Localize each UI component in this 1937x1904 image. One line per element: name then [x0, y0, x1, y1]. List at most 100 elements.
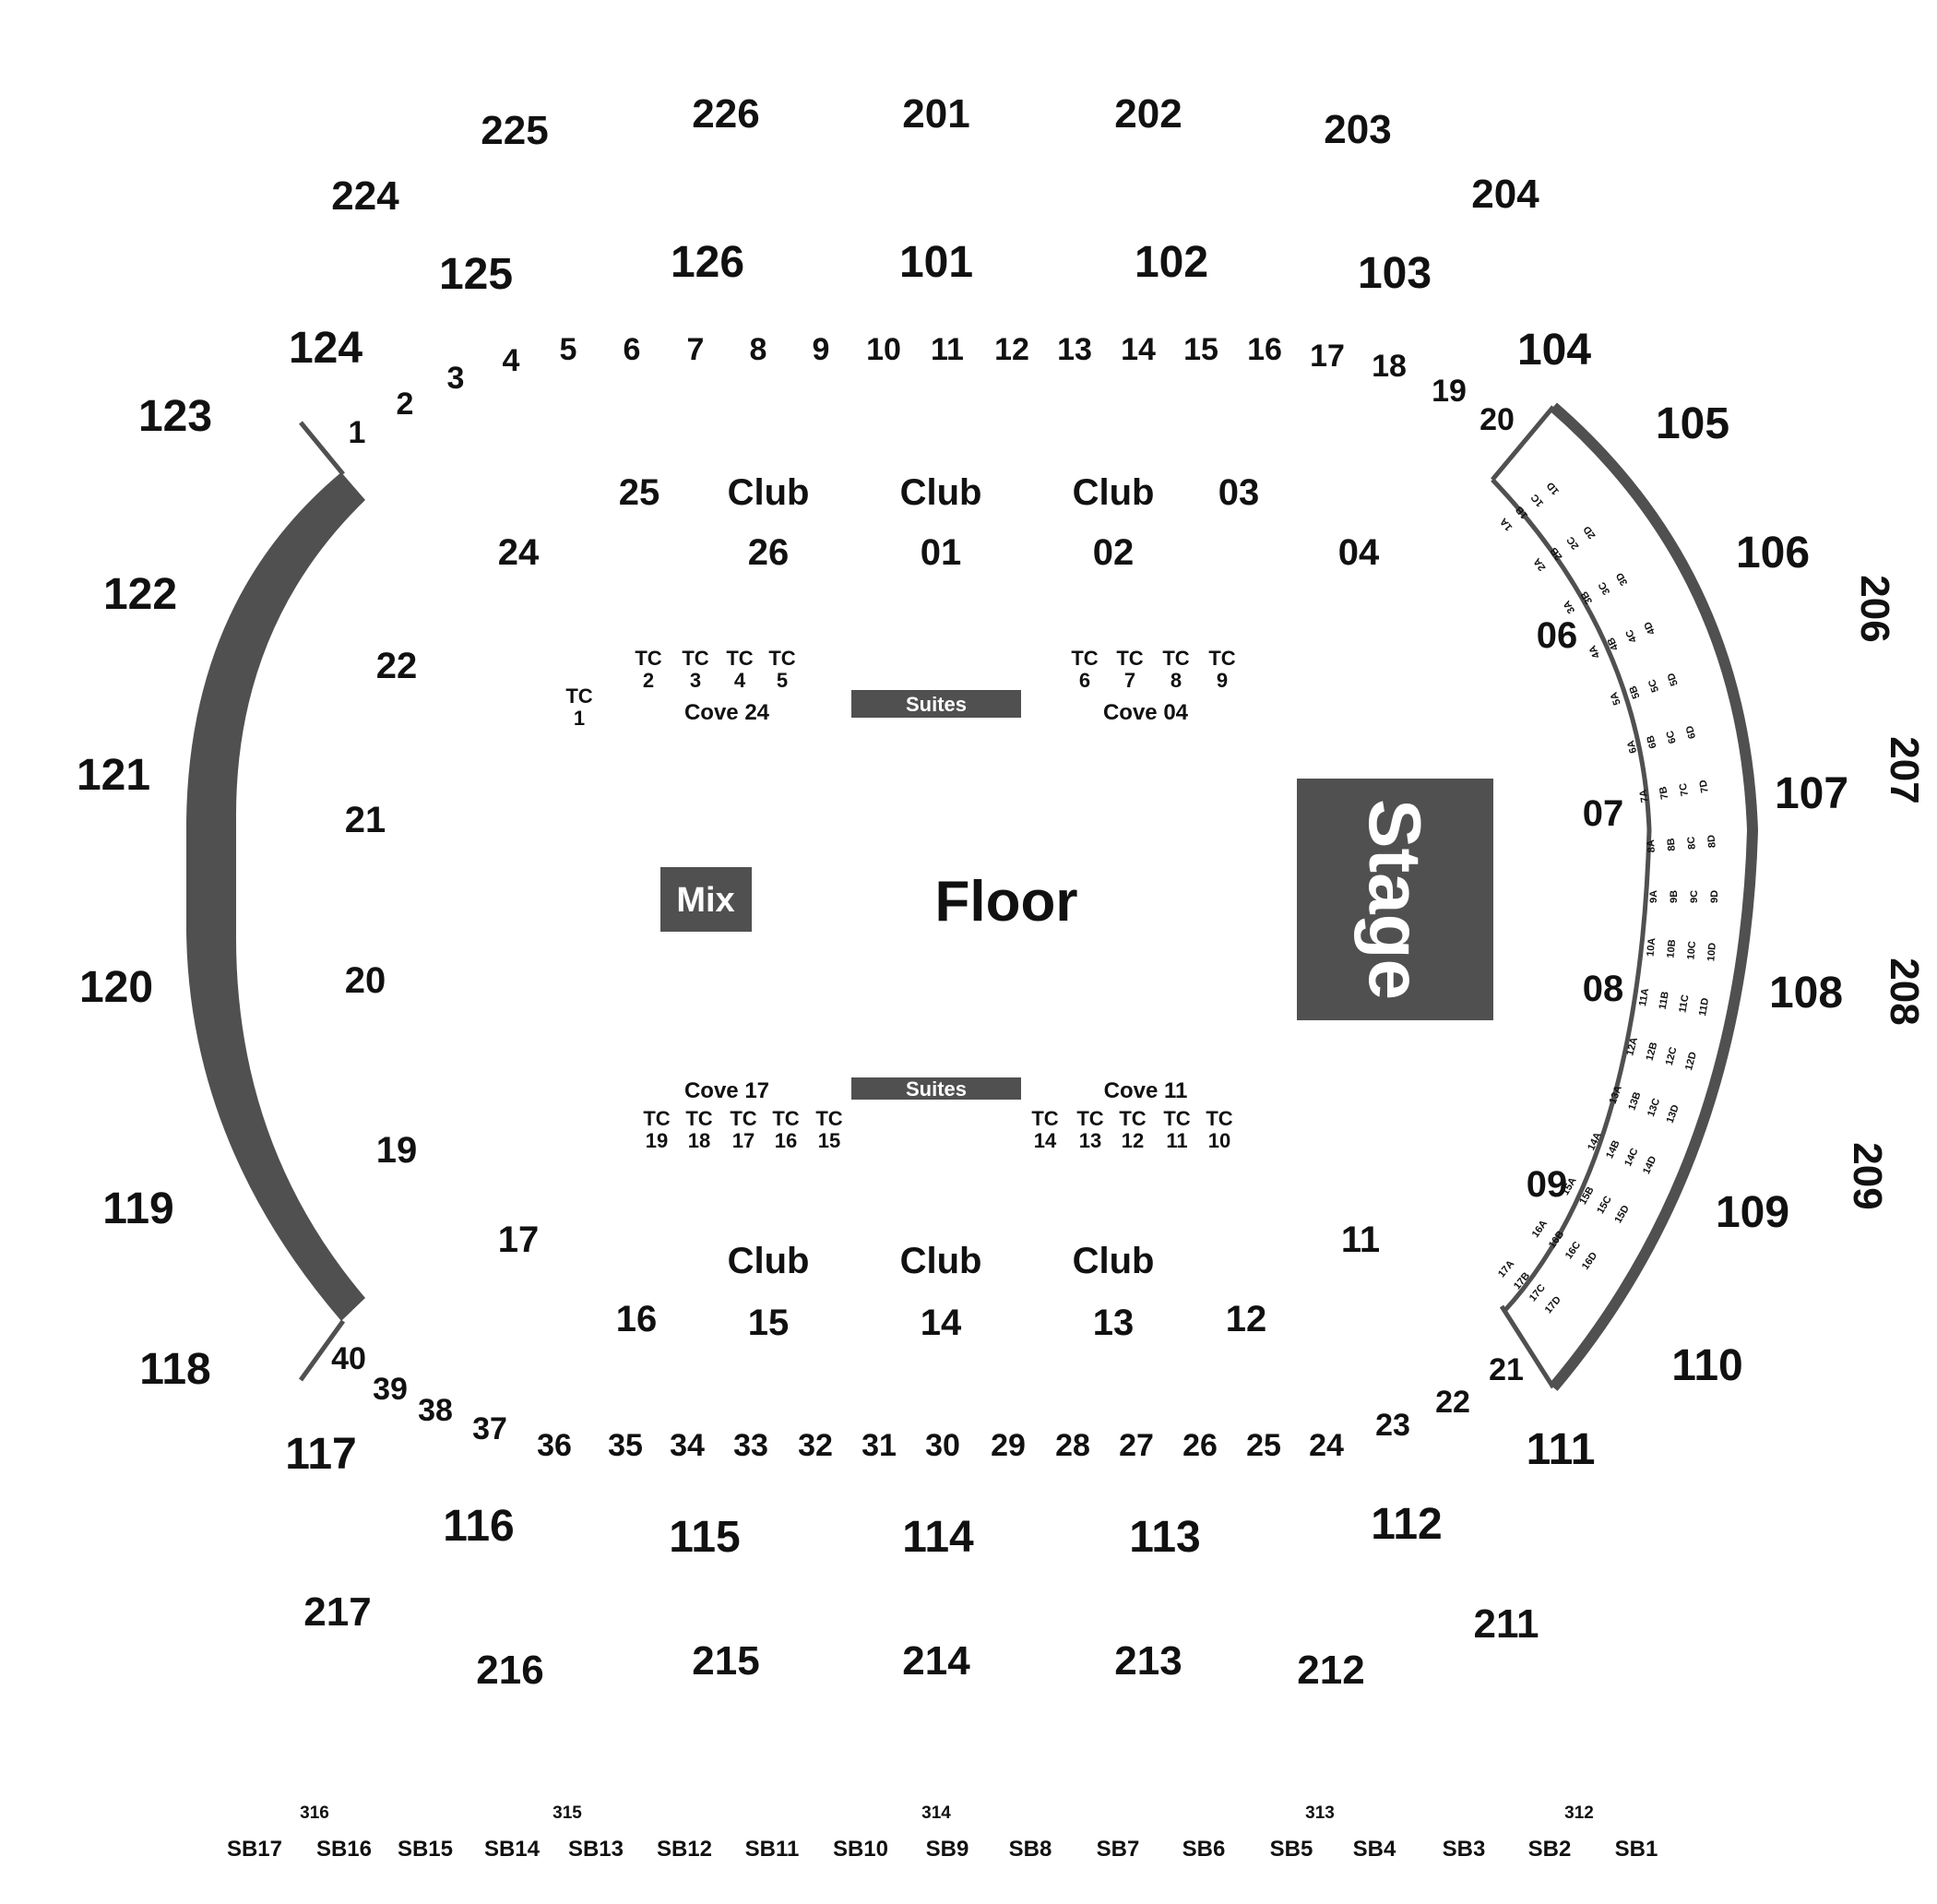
suites-bar-bottom[interactable]: Suites: [851, 1077, 1021, 1101]
riser-seat-7C[interactable]: 7C: [1678, 782, 1691, 797]
riser-seat-6A[interactable]: 6A: [1625, 739, 1639, 755]
section-112[interactable]: 112: [1371, 1500, 1442, 1549]
riser-seat-8C[interactable]: 8C: [1686, 836, 1698, 850]
section-107[interactable]: 107: [1775, 769, 1848, 818]
section-312[interactable]: 312: [1564, 1803, 1594, 1823]
section-122[interactable]: 122: [103, 570, 177, 619]
suite-box-22[interactable]: 22: [1435, 1385, 1470, 1420]
section-212[interactable]: 212: [1297, 1648, 1364, 1693]
riser-seat-11A[interactable]: 11A: [1637, 987, 1651, 1006]
suite-box-7[interactable]: 7: [687, 332, 705, 367]
section-226[interactable]: 226: [692, 91, 759, 137]
riser-seat-5A[interactable]: 5A: [1609, 690, 1623, 706]
section-101[interactable]: 101: [899, 238, 973, 287]
suite-box-30[interactable]: 30: [925, 1428, 960, 1463]
riser-seat-2A[interactable]: 2A: [1531, 555, 1548, 572]
suite-box-40[interactable]: 40: [331, 1341, 366, 1376]
section-102[interactable]: 102: [1135, 238, 1208, 287]
section-109[interactable]: 109: [1716, 1188, 1789, 1237]
sky-box-SB1[interactable]: SB1: [1615, 1837, 1658, 1862]
section-111[interactable]: 111: [1527, 1425, 1596, 1474]
section-216[interactable]: 216: [476, 1648, 543, 1693]
sky-box-SB4[interactable]: SB4: [1353, 1837, 1396, 1862]
table-cabana-3[interactable]: TC3: [682, 647, 708, 692]
section-211[interactable]: 211: [1474, 1601, 1539, 1647]
table-cabana-8[interactable]: TC8: [1162, 647, 1189, 692]
riser-seat-6D[interactable]: 6D: [1684, 724, 1698, 740]
suite-box-35[interactable]: 35: [608, 1428, 643, 1463]
section-105[interactable]: 105: [1656, 399, 1729, 448]
riser-seat-17A[interactable]: 17A: [1496, 1258, 1516, 1279]
suite-section-04[interactable]: 04: [1338, 532, 1380, 573]
riser-seat-10A[interactable]: 10A: [1646, 937, 1658, 957]
suite-box-18[interactable]: 18: [1372, 349, 1407, 384]
riser-seat-9C[interactable]: 9C: [1689, 890, 1700, 903]
riser-seat-13C[interactable]: 13C: [1646, 1097, 1662, 1118]
suite-box-3[interactable]: 3: [447, 361, 465, 396]
section-207[interactable]: 207: [1882, 736, 1927, 803]
riser-seat-11B[interactable]: 11B: [1658, 991, 1671, 1010]
suite-section-12[interactable]: 12: [1226, 1299, 1267, 1339]
riser-seat-6B[interactable]: 6B: [1645, 734, 1658, 750]
sky-box-SB6[interactable]: SB6: [1182, 1837, 1226, 1862]
suite-section-16[interactable]: 16: [616, 1299, 658, 1339]
riser-seat-15D[interactable]: 15D: [1612, 1204, 1632, 1226]
club-section[interactable]: Club 15: [728, 1241, 810, 1343]
riser-seat-3C[interactable]: 3C: [1597, 580, 1612, 597]
riser-seat-10C[interactable]: 10C: [1685, 941, 1698, 960]
riser-seat-16B[interactable]: 16B: [1547, 1229, 1566, 1250]
suite-box-27[interactable]: 27: [1119, 1428, 1154, 1463]
riser-seat-2C[interactable]: 2C: [1565, 534, 1582, 551]
section-202[interactable]: 202: [1114, 91, 1182, 137]
riser-seat-5B[interactable]: 5B: [1627, 684, 1642, 700]
section-209[interactable]: 209: [1845, 1142, 1890, 1209]
riser-seat-8B[interactable]: 8B: [1666, 838, 1678, 851]
riser-seat-9A[interactable]: 9A: [1648, 890, 1659, 903]
suite-box-36[interactable]: 36: [537, 1428, 572, 1463]
suite-section-25[interactable]: 25: [619, 472, 660, 513]
riser-seat-1D[interactable]: 1D: [1545, 480, 1562, 497]
table-cabana-7[interactable]: TC7: [1116, 647, 1143, 692]
section-124[interactable]: 124: [289, 324, 362, 373]
section-316[interactable]: 316: [300, 1803, 329, 1823]
suite-box-14[interactable]: 14: [1121, 332, 1156, 367]
section-215[interactable]: 215: [692, 1638, 759, 1684]
section-208[interactable]: 208: [1882, 958, 1927, 1025]
suite-section-17[interactable]: 17: [498, 1220, 540, 1260]
suite-box-4[interactable]: 4: [503, 343, 520, 378]
section-106[interactable]: 106: [1736, 529, 1810, 577]
suite-section-03[interactable]: 03: [1218, 472, 1260, 513]
riser-seat-13A[interactable]: 13A: [1608, 1084, 1624, 1105]
sky-box-SB16[interactable]: SB16: [316, 1837, 372, 1862]
section-203[interactable]: 203: [1324, 107, 1391, 152]
table-cabana-2[interactable]: TC2: [635, 647, 661, 692]
section-126[interactable]: 126: [671, 238, 744, 287]
riser-seat-3B[interactable]: 3B: [1579, 589, 1595, 606]
section-116[interactable]: 116: [443, 1502, 514, 1551]
table-cabana-1[interactable]: TC1: [565, 684, 592, 730]
floor-section[interactable]: Floor: [935, 870, 1078, 934]
section-224[interactable]: 224: [331, 173, 399, 219]
section-120[interactable]: 120: [79, 963, 153, 1012]
riser-seat-10B[interactable]: 10B: [1665, 939, 1678, 958]
suite-box-17[interactable]: 17: [1310, 339, 1345, 374]
riser-seat-8A[interactable]: 8A: [1646, 839, 1658, 853]
sky-box-SB15[interactable]: SB15: [398, 1837, 453, 1862]
section-104[interactable]: 104: [1517, 326, 1591, 375]
suite-box-32[interactable]: 32: [798, 1428, 833, 1463]
riser-seat-16D[interactable]: 16D: [1580, 1250, 1599, 1271]
suite-box-21[interactable]: 21: [1489, 1352, 1524, 1387]
suite-box-29[interactable]: 29: [991, 1428, 1026, 1463]
riser-seat-14D[interactable]: 14D: [1641, 1154, 1658, 1175]
riser-seat-5C[interactable]: 5C: [1646, 678, 1661, 694]
riser-seat-4B[interactable]: 4B: [1606, 636, 1622, 652]
riser-seat-1C[interactable]: 1C: [1529, 492, 1546, 509]
section-314[interactable]: 314: [921, 1803, 951, 1823]
section-201[interactable]: 201: [902, 91, 969, 137]
